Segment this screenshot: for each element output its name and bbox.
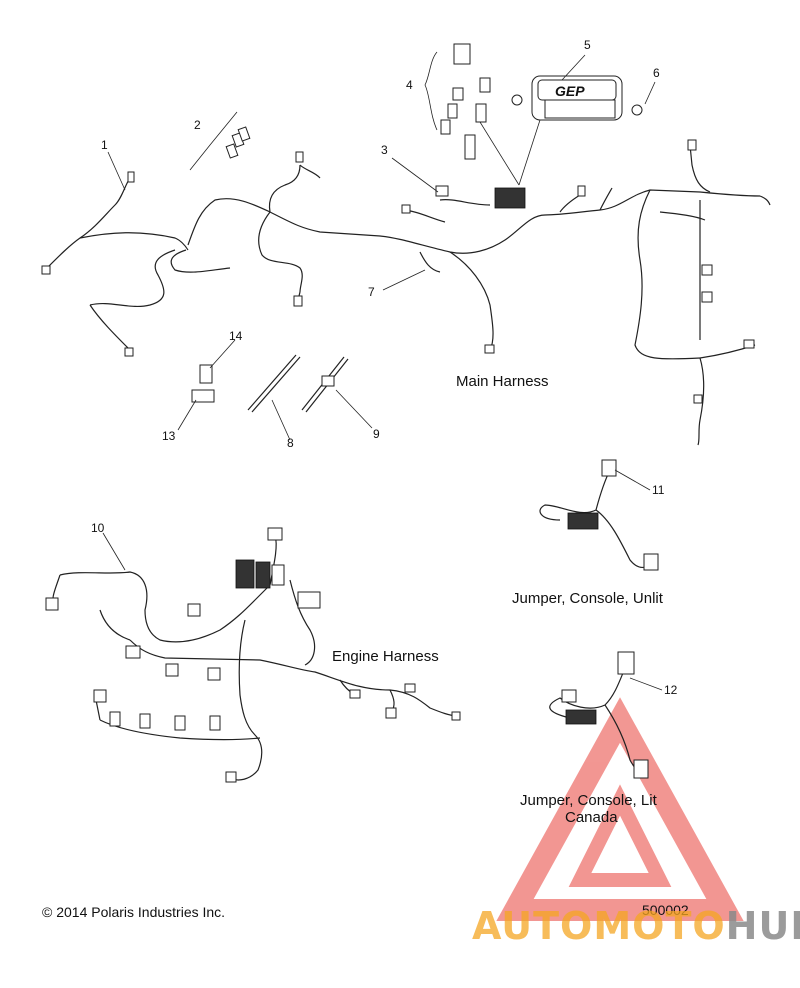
callout-2: 2 <box>194 118 201 132</box>
fuse-box: GEP <box>531 75 623 121</box>
jumper-lit-region-label: Canada <box>565 809 618 826</box>
callout-13: 13 <box>162 429 176 443</box>
jumper-lit-label: Jumper, Console, Lit <box>520 792 657 809</box>
callout-8: 8 <box>287 436 294 450</box>
watermark-text: AUTOMOTOHUB <box>472 904 800 948</box>
engine-harness-label: Engine Harness <box>332 648 439 665</box>
jumper-unlit-label: Jumper, Console, Unlit <box>512 590 663 607</box>
callout-7: 7 <box>368 285 375 299</box>
callout-5: 5 <box>584 38 591 52</box>
main-harness-label: Main Harness <box>456 373 549 390</box>
callout-11: 11 <box>652 483 665 497</box>
clip-and-screw <box>191 364 215 403</box>
callout-14: 14 <box>229 329 243 343</box>
relay-fuse-set <box>440 43 491 160</box>
callout-4: 4 <box>406 78 413 92</box>
diagram-number: 500002 <box>642 902 689 918</box>
watermark-part2: HUB <box>725 904 800 948</box>
callout-6: 6 <box>653 66 660 80</box>
callout-10: 10 <box>91 521 105 535</box>
engine-harness-drawing <box>45 527 461 783</box>
callout-9: 9 <box>373 427 380 441</box>
watermark-logo-icon <box>496 697 744 921</box>
copyright-text: © 2014 Polaris Industries Inc. <box>42 904 226 920</box>
main-harness-drawing <box>41 139 771 446</box>
jumper-unlit-drawing <box>539 459 659 571</box>
callout-3: 3 <box>381 143 388 157</box>
watermark-part1: AUTOMOTO <box>472 904 726 948</box>
fuse-box-brand: GEP <box>555 83 585 99</box>
grommet-parts <box>225 126 251 159</box>
callout-1: 1 <box>101 138 108 152</box>
callout-12: 12 <box>664 683 678 697</box>
jumper-lit-drawing <box>549 651 649 779</box>
